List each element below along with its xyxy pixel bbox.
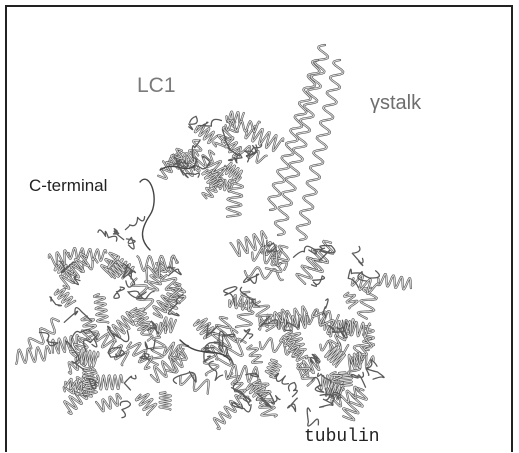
c-terminal-label: C-terminal (29, 176, 107, 196)
tubulin-label: tubulin (304, 427, 380, 447)
c-terminal-tail (140, 179, 154, 250)
lc1-label: LC1 (137, 74, 176, 98)
ystalk-label: γstalk (370, 92, 421, 115)
